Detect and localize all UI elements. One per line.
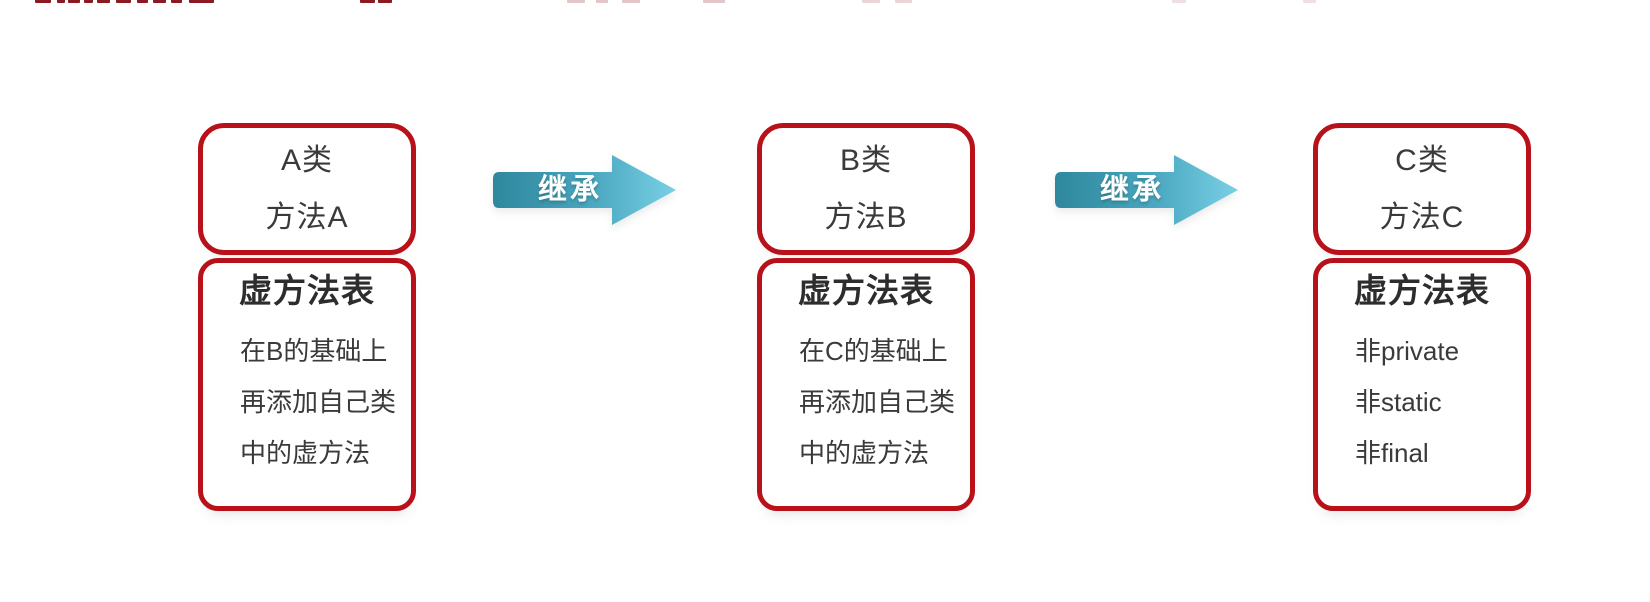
class-a-vtable-title: 虚方法表 (239, 272, 375, 309)
cropped-text-mark (567, 0, 585, 3)
class-a-title-box: A类 方法A (198, 123, 416, 255)
class-c-vtable-line: 非private (1355, 336, 1460, 366)
inherit-arrow-1: 继承 (490, 152, 680, 228)
cropped-text-mark (84, 0, 93, 3)
cropped-text-mark (703, 0, 725, 3)
cropped-text-mark (596, 0, 608, 3)
arrow-right-icon (493, 155, 676, 225)
cropped-text-fragments (0, 0, 1650, 4)
class-a-method: 方法A (265, 201, 349, 234)
class-b-name: B类 (839, 144, 892, 177)
cropped-text-mark (189, 0, 214, 3)
class-a-vtable-line: 在B的基础上 (240, 336, 388, 366)
class-c-name: C类 (1395, 144, 1449, 177)
class-b-vtable-line: 在C的基础上 (799, 336, 948, 366)
class-c-vtable-title: 虚方法表 (1354, 272, 1490, 309)
inherit-arrow-2-label: 继承 (1099, 174, 1164, 206)
class-b-title-box: B类 方法B (757, 123, 975, 255)
class-a-name: A类 (280, 144, 333, 177)
class-c-vtable-line: 非static (1355, 387, 1442, 417)
class-b-method: 方法B (824, 201, 908, 234)
cropped-text-mark (378, 0, 392, 3)
class-c-title-box: C类 方法C (1313, 123, 1531, 255)
class-b-vtable-line: 再添加自己类 (799, 387, 956, 417)
class-b-vtable-lines: 在C的基础上 再添加自己类 中的虚方法 (762, 326, 970, 479)
cropped-text-mark (1303, 0, 1316, 3)
cropped-text-mark (68, 0, 80, 3)
cropped-text-mark (116, 0, 131, 3)
class-c-vtable-line: 非final (1355, 438, 1429, 468)
class-a-vtable-line: 中的虚方法 (240, 438, 371, 468)
class-c-method: 方法C (1379, 201, 1465, 234)
class-a-vtable-line: 再添加自己类 (240, 387, 397, 417)
class-c-vtable-box: 虚方法表 非private 非static 非final (1313, 258, 1531, 511)
cropped-text-mark (622, 0, 640, 3)
cropped-text-mark (137, 0, 148, 3)
cropped-text-mark (97, 0, 110, 3)
cropped-text-mark (171, 0, 182, 3)
cropped-text-mark (57, 0, 65, 3)
class-a-vtable-lines: 在B的基础上 再添加自己类 中的虚方法 (203, 326, 411, 479)
class-b-vtable-box: 虚方法表 在C的基础上 再添加自己类 中的虚方法 (757, 258, 975, 511)
inherit-arrow-1-label: 继承 (537, 174, 602, 206)
cropped-text-mark (35, 0, 51, 3)
class-c-vtable-lines: 非private 非static 非final (1318, 326, 1526, 479)
class-b-vtable-title: 虚方法表 (798, 272, 934, 309)
arrow-right-icon (1055, 155, 1238, 225)
cropped-text-mark (895, 0, 912, 3)
cropped-text-mark (153, 0, 166, 3)
class-c-group: C类 方法C 虚方法表 非private 非static 非final (1313, 123, 1531, 511)
class-a-vtable-box: 虚方法表 在B的基础上 再添加自己类 中的虚方法 (198, 258, 416, 511)
class-b-group: B类 方法B 虚方法表 在C的基础上 再添加自己类 中的虚方法 (757, 123, 975, 511)
class-a-group: A类 方法A 虚方法表 在B的基础上 再添加自己类 中的虚方法 (198, 123, 416, 511)
cropped-text-mark (360, 0, 375, 3)
inherit-arrow-2: 继承 (1052, 152, 1242, 228)
cropped-text-mark (1172, 0, 1186, 3)
class-b-vtable-line: 中的虚方法 (799, 438, 930, 468)
cropped-text-mark (862, 0, 880, 3)
